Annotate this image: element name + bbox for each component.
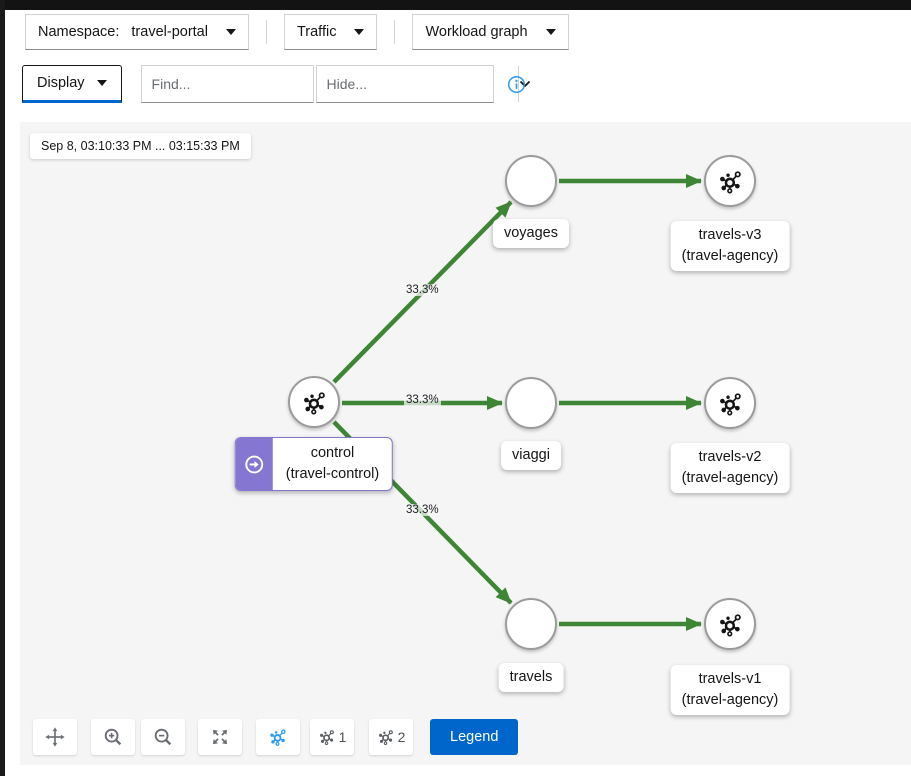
workload-icon [301, 389, 328, 416]
graph-layout-default-button[interactable] [256, 719, 300, 755]
zoom-in-button[interactable] [91, 719, 135, 755]
expand-arrows-icon [212, 729, 228, 745]
find-input[interactable] [141, 66, 343, 102]
info-icon[interactable] [507, 65, 526, 103]
edge-label[interactable]: 33.3% [404, 504, 441, 516]
node-label-voyages[interactable]: voyages [492, 219, 570, 248]
graph-toolbar-secondary: Display [22, 65, 530, 103]
graph-layout-icon [318, 728, 336, 746]
namespace-dropdown[interactable]: Namespace: travel-portal [25, 14, 249, 50]
node-label-travels-v1[interactable]: travels-v1(travel-agency) [670, 665, 790, 715]
traffic-dropdown[interactable]: Traffic [283, 14, 378, 50]
workload-icon [717, 168, 744, 195]
caret-down-icon [97, 80, 107, 86]
graph-type-dropdown[interactable]: Workload graph [412, 14, 569, 50]
workload-icon [717, 390, 744, 417]
move-icon [45, 727, 65, 747]
namespace-value: travel-portal [131, 24, 208, 40]
node-travels[interactable] [505, 598, 557, 650]
caret-down-icon [226, 29, 236, 35]
traffic-source-badge [235, 438, 273, 490]
node-label-travels-v3[interactable]: travels-v3(travel-agency) [670, 221, 790, 271]
graph-layout-icon [268, 727, 288, 747]
chevron-down-icon[interactable] [517, 66, 531, 102]
fit-to-screen-button[interactable] [198, 719, 242, 755]
graph-toolbar-primary: Namespace: travel-portal Traffic Workloa… [25, 14, 569, 50]
display-label: Display [37, 75, 85, 91]
node-label-travels-v2[interactable]: travels-v2(travel-agency) [670, 443, 790, 493]
node-control[interactable] [288, 376, 340, 428]
window-top-bar [0, 0, 911, 10]
edge-label[interactable]: 33.3% [404, 394, 441, 406]
node-voyages[interactable] [505, 155, 557, 207]
graph-layout-1-button[interactable]: 1 [310, 719, 354, 755]
node-label-travels[interactable]: travels [498, 663, 564, 692]
graph-type-label: Workload graph [425, 24, 528, 40]
node-label-control[interactable]: control (travel-control) [234, 437, 394, 491]
graph-controls-toolbar: 1 2 Legend [33, 719, 519, 755]
node-viaggi[interactable] [505, 377, 557, 429]
time-range-label: Sep 8, 03:10:33 PM ... 03:15:33 PM [30, 133, 251, 159]
traffic-label: Traffic [296, 24, 337, 40]
pan-button[interactable] [33, 719, 77, 755]
caret-down-icon [546, 29, 556, 35]
display-dropdown[interactable]: Display [22, 65, 122, 103]
arrow-circle-right-icon [245, 455, 264, 473]
node-label-text: control (travel-control) [285, 445, 380, 482]
hide-select [315, 65, 530, 103]
workload-icon [717, 611, 744, 638]
node-label-viaggi[interactable]: viaggi [501, 441, 561, 470]
hide-input[interactable] [316, 66, 518, 102]
zoom-out-icon [154, 728, 172, 746]
find-select [140, 65, 355, 103]
layout-number: 1 [338, 729, 347, 745]
zoom-out-button[interactable] [141, 719, 185, 755]
toolbar-divider [265, 20, 267, 44]
toolbar-divider [394, 20, 396, 44]
node-travels-v1[interactable] [704, 598, 756, 650]
window-left-edge [0, 0, 5, 776]
legend-button[interactable]: Legend [430, 719, 519, 755]
graph-layout-icon [377, 728, 395, 746]
graph-canvas[interactable]: Sep 8, 03:10:33 PM ... 03:15:33 PM 33.3%… [20, 122, 911, 765]
namespace-label: Namespace: [38, 24, 120, 40]
layout-number: 2 [397, 729, 406, 745]
node-travels-v2[interactable] [704, 377, 756, 429]
graph-layout-2-button[interactable]: 2 [369, 719, 413, 755]
zoom-in-icon [104, 728, 122, 746]
caret-down-icon [354, 29, 364, 35]
node-travels-v3[interactable] [704, 155, 756, 207]
edge-label[interactable]: 33.3% [404, 284, 441, 296]
